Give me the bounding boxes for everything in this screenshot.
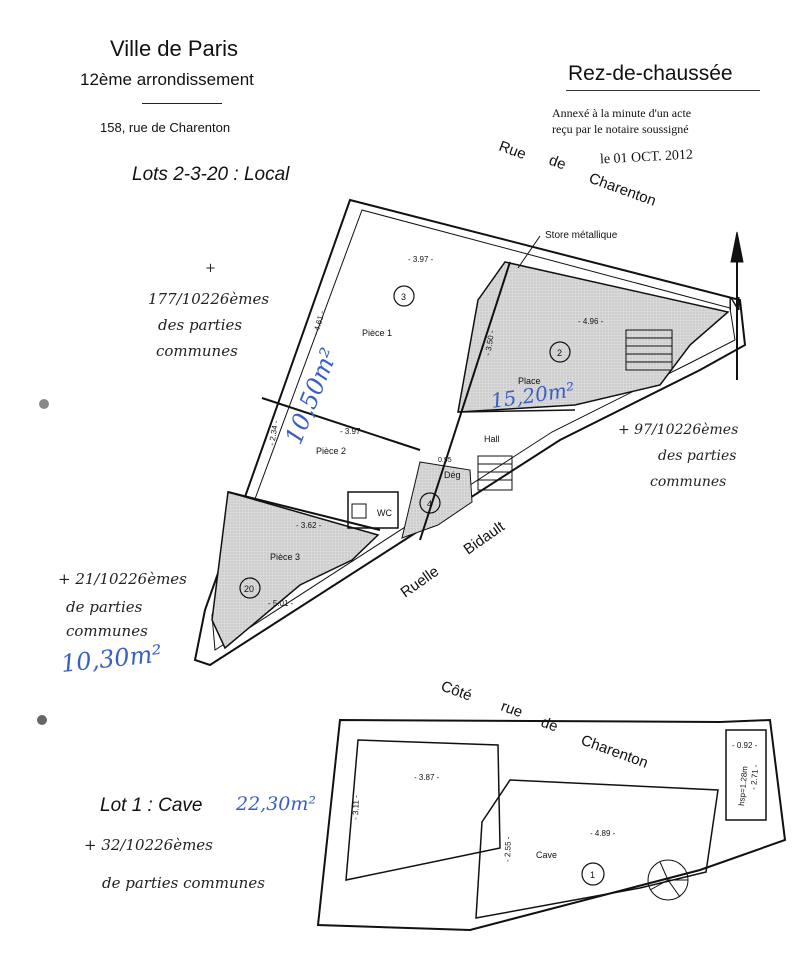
room-piece3-hatch: [211, 491, 380, 650]
hw-lot3-share: 177/10226èmes: [148, 290, 269, 308]
hw-lot20-area: 10,30m²: [60, 640, 163, 678]
street-word-charenton: Charenton: [587, 170, 659, 210]
hw-lot3-area: 10,50m²: [280, 344, 344, 448]
dim-place-top: - 4.96 -: [578, 317, 604, 326]
cellar-dim-4: - 2.55 -: [503, 836, 513, 862]
lot-number-4: 4: [427, 499, 432, 509]
lane-word-ruelle: Ruelle: [398, 563, 443, 601]
room-name-hall: Hall: [484, 434, 500, 444]
lot-circle-1: [581, 862, 605, 886]
cellar-outer-wall: [316, 718, 787, 932]
cellar-passage: [725, 729, 767, 821]
dim-piece1-side: - 4.61 -: [311, 309, 326, 336]
lot-number-2: 2: [557, 348, 562, 358]
lane-word-bidault: Bidault: [461, 518, 509, 559]
room-name-deg: Dég: [444, 470, 461, 480]
cellar-height: hsp=1.28m: [737, 765, 749, 806]
street-word-de: de: [547, 152, 568, 174]
store-pointer: [517, 235, 541, 269]
cellar-street-de: de: [539, 714, 560, 736]
hw-lot2-parties: des parties: [658, 448, 736, 464]
store-label: Store métallique: [545, 230, 618, 241]
scan-speck-2: [37, 715, 47, 725]
floor-label: Rez-de-chaussée: [568, 62, 733, 85]
dim-piece3-bottom: - 5.01 -: [268, 599, 294, 608]
hw-lot20-share: + 21/10226èmes: [58, 570, 187, 588]
cellar-street-charenton: Charenton: [579, 732, 651, 772]
street-word-rue: Rue: [497, 138, 529, 163]
cellar-street-cote: Côté: [439, 678, 475, 705]
cellar-dim-3: - 4.89 -: [590, 829, 616, 838]
wall-p1-p2: [261, 397, 421, 451]
room-name-piece1: Pièce 1: [362, 328, 392, 338]
lot-circle-2: [549, 341, 571, 363]
dim-place-side: - 3.50 -: [483, 329, 496, 356]
notary-stamp-line2: reçu par le notaire soussigné: [552, 122, 689, 136]
dim-piece3-top: - 3.62 -: [296, 521, 322, 530]
lot-circle-3: [393, 285, 415, 307]
hw-lot20-communes: communes: [66, 622, 148, 640]
floor-label-underline: [566, 90, 760, 91]
cellar-labels: Côté rue de Charenton Cave 1 - 3.87 - - …: [351, 678, 760, 880]
hw-lot2-share: + 97/10226èmes: [618, 422, 738, 438]
lot-circle-4: [419, 492, 441, 514]
dim-piece1-top: - 3.97 -: [408, 255, 434, 264]
room-place-hatch: [457, 261, 730, 413]
cellar-handwriting: + 32/10226èmes de parties communes: [84, 836, 265, 892]
arrondissement-title: 12ème arrondissement: [80, 70, 254, 89]
cellar-area: 22,30m²: [236, 793, 317, 815]
room-deg-hatch: [401, 461, 473, 539]
hw-lot3-communes: communes: [156, 342, 238, 360]
cellar-street-rue: rue: [499, 698, 525, 721]
cellar-title: Lot 1 : Cave: [100, 795, 203, 816]
ground-lots-title: Lots 2-3-20 : Local: [132, 164, 290, 185]
stairs-hall: [477, 455, 513, 491]
dim-piece2-top: - 3.97 -: [340, 427, 366, 436]
dim-piece2-side: - 2.34 -: [267, 419, 280, 446]
outer-wall: [193, 198, 747, 667]
hw-lot1-parties: de parties communes: [102, 874, 265, 892]
address-text: 158, rue de Charenton: [100, 120, 231, 135]
stairs-place: [625, 329, 673, 371]
lot-number-1: 1: [590, 870, 595, 880]
title-divider: [142, 103, 222, 104]
city-title: Ville de Paris: [110, 36, 238, 61]
cellar-inner-east: [475, 779, 719, 919]
cellar-dim-5: - 0.92 -: [732, 741, 758, 750]
room-name-place: Place: [518, 376, 541, 386]
lot-number-20: 20: [244, 584, 254, 594]
lot-circle-20: [239, 577, 261, 599]
cellar-inner-west: [345, 739, 501, 881]
cellar-spiral-stairs: [647, 859, 689, 901]
wall-place-hall: [457, 409, 576, 413]
hw-lot1-share: + 32/10226èmes: [84, 836, 213, 854]
ground-floor-plan: [193, 198, 747, 667]
north-arrow-head: [730, 231, 744, 263]
north-label: N: [728, 294, 741, 314]
hw-lot3-plus: +: [205, 261, 216, 276]
hw-lot20-parties: de parties: [66, 598, 143, 616]
notary-stamp-line1: Annexé à la minute d'un acte: [552, 106, 692, 120]
hw-lot2-communes: communes: [650, 474, 726, 490]
room-name-wc: WC: [377, 508, 392, 518]
scan-speck-1: [39, 399, 49, 409]
cellar-plan: [316, 718, 787, 932]
room-name-piece3: Pièce 3: [270, 552, 300, 562]
wc-fixture: [351, 503, 367, 519]
cellar-dim-2: - 3.11 -: [351, 795, 361, 820]
wc-box: [347, 491, 399, 529]
dim-deg: 0.95: [438, 457, 452, 464]
cellar-dim-1: - 3.87 -: [414, 773, 440, 782]
wall-p2-p3: [227, 491, 381, 531]
lot-number-3: 3: [401, 292, 406, 302]
cellar-room-name: Cave: [536, 850, 557, 860]
room-name-piece2: Pièce 2: [316, 446, 346, 456]
hw-lot3-parties: des parties: [158, 316, 242, 334]
cellar-dim-6: - 2.71 -: [749, 764, 760, 790]
